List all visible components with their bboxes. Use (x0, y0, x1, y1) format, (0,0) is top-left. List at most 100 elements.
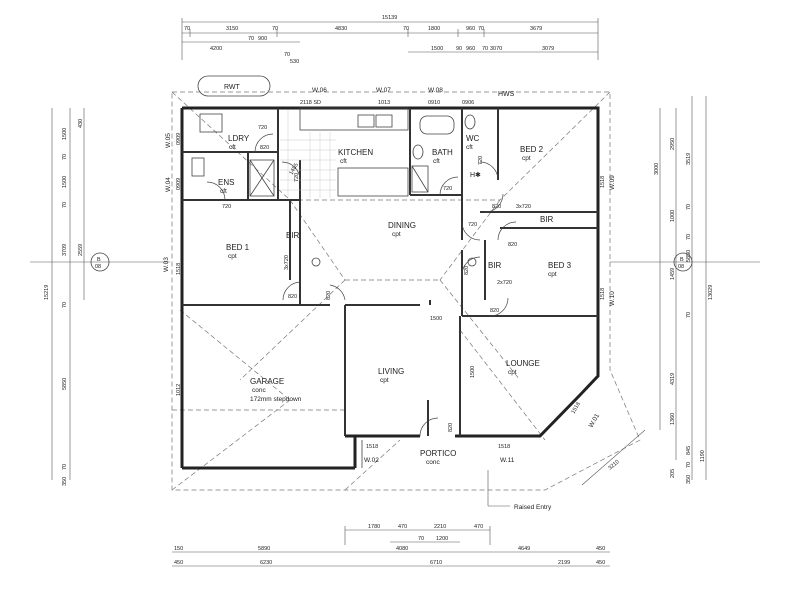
section-marker-left: B 08 (30, 252, 170, 272)
room-ens: ENS (218, 178, 234, 187)
section-marker-right: B 08 (610, 252, 760, 272)
window-w01: W.01 (588, 412, 602, 429)
dim-bot-2199: 2199 (558, 560, 570, 566)
dim-1500-living-v: 1500 (470, 366, 476, 378)
opening-1518-right-b: 1518 (600, 288, 606, 300)
window-w04: W.04 (165, 177, 172, 192)
room-labels: LDRY cft KITCHEN cft BATH cft WC cft BED… (218, 134, 572, 466)
dim-bot-5890: 5890 (258, 546, 270, 552)
door-720-ldry: 720 (258, 125, 267, 131)
room-bed2: BED 2 (520, 145, 544, 154)
opening-1013: 1013 (378, 100, 390, 106)
dim-left-350: 350 (62, 477, 68, 486)
room-living: LIVING (378, 367, 404, 376)
dim-top-1500: 1500 (431, 46, 443, 52)
dim-left-70b: 70 (62, 202, 68, 208)
dim-top-4200: 4200 (210, 46, 222, 52)
floor-tiles (280, 110, 336, 198)
dim-right-2950: 2950 (670, 138, 676, 150)
room-lounge: LOUNGE (506, 359, 540, 368)
dim-right-5850: 5850 (686, 250, 692, 262)
door-3x720-bir2: 3x720 (516, 204, 531, 210)
opening-1518-right-a: 1518 (600, 176, 606, 188)
dim-top-3150: 3150 (226, 26, 238, 32)
door-dimensions: 720 820 1485 720 720 3x720 820 820 720 7… (222, 125, 531, 432)
window-w08: W.08 (428, 87, 443, 94)
opening-1518-bottom-b: 1518 (498, 444, 510, 450)
dim-right-70c: 70 (686, 312, 692, 318)
dim-right-4319: 4319 (670, 373, 676, 385)
dim-bot-4080: 4080 (396, 546, 408, 552)
room-ldry: LDRY (228, 134, 250, 143)
bottom-dimensions: 1780 470 2210 470 70 1200 150 5890 4080 … (172, 524, 610, 567)
dim-bot-450c: 450 (596, 560, 605, 566)
dim-right-70b: 70 (686, 234, 692, 240)
dim-left-overall: 15219 (44, 285, 50, 300)
section-b-left-num: 08 (95, 264, 101, 270)
dim-left-430: 430 (78, 119, 84, 128)
opening-0910: 0910 (428, 100, 440, 106)
section-b-left: B (97, 257, 101, 263)
dim-bot-70: 70 (418, 536, 424, 542)
room-ldry-sub: cft (229, 144, 236, 151)
right-dimensions: 13029 3000 2950 3519 70 1000 70 5850 145… (581, 96, 714, 486)
section-b-right-num: 08 (678, 264, 684, 270)
dim-top-530: 530 (290, 59, 299, 65)
door-720-ens-v: 720 (294, 173, 300, 182)
dim-right-350: 350 (686, 475, 692, 484)
room-kitchen: KITCHEN (338, 148, 373, 157)
room-bed1-sub: cpt (228, 253, 237, 260)
dim-bot-450a: 450 (596, 546, 605, 552)
dim-1500-living: 1500 (430, 316, 442, 322)
raised-entry-label: Raised Entry (514, 504, 552, 511)
rwt-label: RWT (224, 84, 241, 91)
section-b-right: B (680, 257, 684, 263)
dim-bot-450b: 450 (174, 560, 183, 566)
dim-top-3079: 3079 (542, 46, 554, 52)
dim-right-845: 845 (686, 446, 692, 455)
dim-right-3000: 3000 (654, 163, 660, 175)
opening-0909a: 0909 (176, 133, 182, 145)
dim-bot-1780: 1780 (368, 524, 380, 530)
dim-left-1500b: 1500 (62, 176, 68, 188)
window-w10: W.10 (609, 291, 616, 306)
window-w06: W.06 (312, 87, 327, 94)
dim-bot-470b: 470 (474, 524, 483, 530)
door-720-wc: 720 (478, 156, 484, 165)
hws-label: HWS (498, 91, 515, 98)
dim-bot-6230: 6230 (260, 560, 272, 566)
door-720-ens: 720 (222, 204, 231, 210)
dim-right-205: 205 (670, 469, 676, 478)
room-bath: BATH (432, 148, 453, 157)
opening-1012: 1012 (176, 384, 182, 396)
room-bed3-sub: cpt (548, 271, 557, 278)
door-820-bir3: 820 (508, 242, 517, 248)
dim-bot-2210: 2210 (434, 524, 446, 530)
rain-water-tank: RWT (197, 75, 271, 97)
door-820-bed3-v: 820 (464, 266, 470, 275)
wall-opening-labels: 2118 SD 1013 0910 0906 0909 0909 1518 15… (176, 100, 606, 450)
dim-top-900: 900 (258, 36, 267, 42)
room-garage-note: 172mm stepdown (250, 396, 302, 403)
dim-top-90: 90 (456, 46, 462, 52)
door-820-bed3: 820 (490, 308, 499, 314)
dim-top-70a: 70 (184, 26, 190, 32)
exterior-walls (180, 106, 600, 470)
dim-top-4830: 4830 (335, 26, 347, 32)
room-portico: PORTICO (420, 449, 456, 458)
room-dining: DINING (388, 221, 416, 230)
room-bed1: BED 1 (226, 243, 250, 252)
room-wc-sub: cft (466, 144, 473, 151)
interior-walls (182, 108, 598, 436)
room-bir1: BIR (286, 231, 300, 240)
dim-top-70c: 70 (403, 26, 409, 32)
raised-entry-leader: Raised Entry (487, 470, 552, 511)
room-dining-sub: cpt (392, 231, 401, 238)
dim-left-1500a: 1500 (62, 128, 68, 140)
room-garage-sub: conc (252, 387, 266, 394)
door-820-ldry: 820 (260, 145, 269, 151)
dim-top-70g: 70 (482, 46, 488, 52)
room-bir3: BIR (488, 261, 502, 270)
dim-top-70d: 70 (478, 26, 484, 32)
